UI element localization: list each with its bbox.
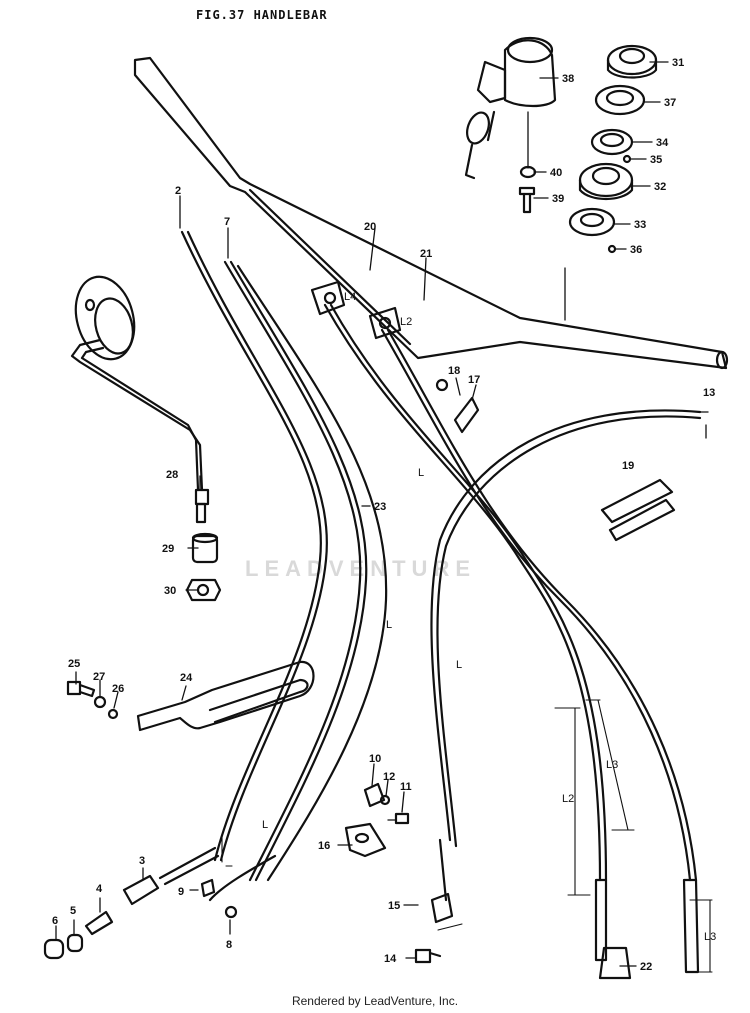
dim-l-a: L <box>262 819 268 831</box>
stem-washer-34 <box>590 128 634 156</box>
callout-29: 29 <box>162 543 174 555</box>
stem-nut <box>606 44 658 79</box>
bolt-25 <box>66 680 96 698</box>
callout-12: 12 <box>383 771 395 783</box>
callout-4: 4 <box>96 883 103 895</box>
ignition-switch <box>464 36 557 180</box>
callout-3: 3 <box>139 855 145 867</box>
callout-2: 2 <box>175 185 181 197</box>
callout-21: 21 <box>420 248 432 260</box>
cable-end-15 <box>430 838 454 924</box>
adjuster-3 <box>122 846 220 906</box>
callout-25: 25 <box>68 658 80 670</box>
callout-26: 26 <box>112 683 124 695</box>
stem-washer-33 <box>568 207 616 237</box>
callout-8: 8 <box>226 939 232 951</box>
washer-26 <box>107 708 119 720</box>
dim-l3-a: L3 <box>606 759 618 771</box>
clamp-16 <box>344 822 387 858</box>
callout-28: 28 <box>166 469 178 481</box>
callout-35: 35 <box>650 154 662 166</box>
callout-13: 13 <box>703 387 715 399</box>
mirror-adapter <box>191 532 219 564</box>
callout-14: 14 <box>384 953 397 965</box>
dim-l2-top: L2 <box>400 316 412 328</box>
lever-holder-left <box>310 280 346 316</box>
callout-30: 30 <box>164 585 176 597</box>
callout-6: 6 <box>52 915 58 927</box>
cable-left-group <box>180 230 388 882</box>
cable-clamp-19 <box>600 478 676 542</box>
callout-19: 19 <box>622 460 634 472</box>
bolt-18 <box>435 378 449 392</box>
callout-38: 38 <box>562 73 574 85</box>
footer-credit: Rendered by LeadVenture, Inc. <box>291 994 459 1008</box>
callout-9: 9 <box>178 886 184 898</box>
dim-l3-b: L3 <box>704 931 716 943</box>
handlebar-tube <box>133 56 729 370</box>
dimension-labels: L4 L2 L L L L L2 L3 L3 <box>262 291 716 943</box>
stem-ball-36 <box>607 244 617 254</box>
callout-15: 15 <box>388 900 400 912</box>
callout-37: 37 <box>664 97 676 109</box>
dim-l-d: L <box>418 467 424 479</box>
callout-17: 17 <box>468 374 480 386</box>
callout-20: 20 <box>364 221 376 233</box>
screw-14 <box>414 948 442 964</box>
switch-part-10 <box>363 782 386 808</box>
callout-27: 27 <box>93 671 105 683</box>
lever-holder-right <box>368 306 402 340</box>
callout-33: 33 <box>634 219 646 231</box>
callout-16: 16 <box>318 840 330 852</box>
callout-7: 7 <box>224 216 230 228</box>
callout-22: 22 <box>640 961 652 973</box>
part-12 <box>379 794 391 806</box>
callout-34: 34 <box>656 137 669 149</box>
stem-washer-37 <box>594 84 646 116</box>
lever-24 <box>136 660 315 732</box>
boot-22 <box>598 946 632 980</box>
callout-40: 40 <box>550 167 562 179</box>
screw-11 <box>394 812 410 825</box>
callout-36: 36 <box>630 244 642 256</box>
switch-bolt <box>518 186 536 214</box>
dim-l-c: L <box>456 659 462 671</box>
dim-l2-bottom: L2 <box>562 793 574 805</box>
cable-end-9 <box>200 854 277 902</box>
callout-32: 32 <box>654 181 666 193</box>
stem-ball-35 <box>622 154 632 164</box>
figure-title: FIG.37 HANDLEBAR <box>196 8 328 22</box>
cable-right-group <box>323 303 702 882</box>
callout-5: 5 <box>70 905 76 917</box>
callout-10: 10 <box>369 753 381 765</box>
callout-23: 23 <box>374 501 386 513</box>
callout-39: 39 <box>552 193 564 205</box>
washer-27 <box>93 695 107 709</box>
part-6 <box>43 938 65 960</box>
callout-labels: 2 7 20 21 38 31 37 34 35 32 33 36 40 39 … <box>52 57 715 973</box>
stem-ring-32 <box>578 162 634 201</box>
watermark-text: LEADVENTURE <box>245 556 477 581</box>
screw-8 <box>224 905 238 919</box>
part-5 <box>66 933 84 953</box>
callout-11: 11 <box>400 781 412 793</box>
dim-l4: L4 <box>344 291 356 303</box>
adjuster-4 <box>84 910 114 936</box>
mirror-assembly <box>70 275 210 524</box>
callout-31: 31 <box>672 57 684 69</box>
cable-guide-17 <box>453 396 480 434</box>
dim-l-b: L <box>386 619 392 631</box>
callout-24: 24 <box>180 672 193 684</box>
callout-18: 18 <box>448 365 460 377</box>
